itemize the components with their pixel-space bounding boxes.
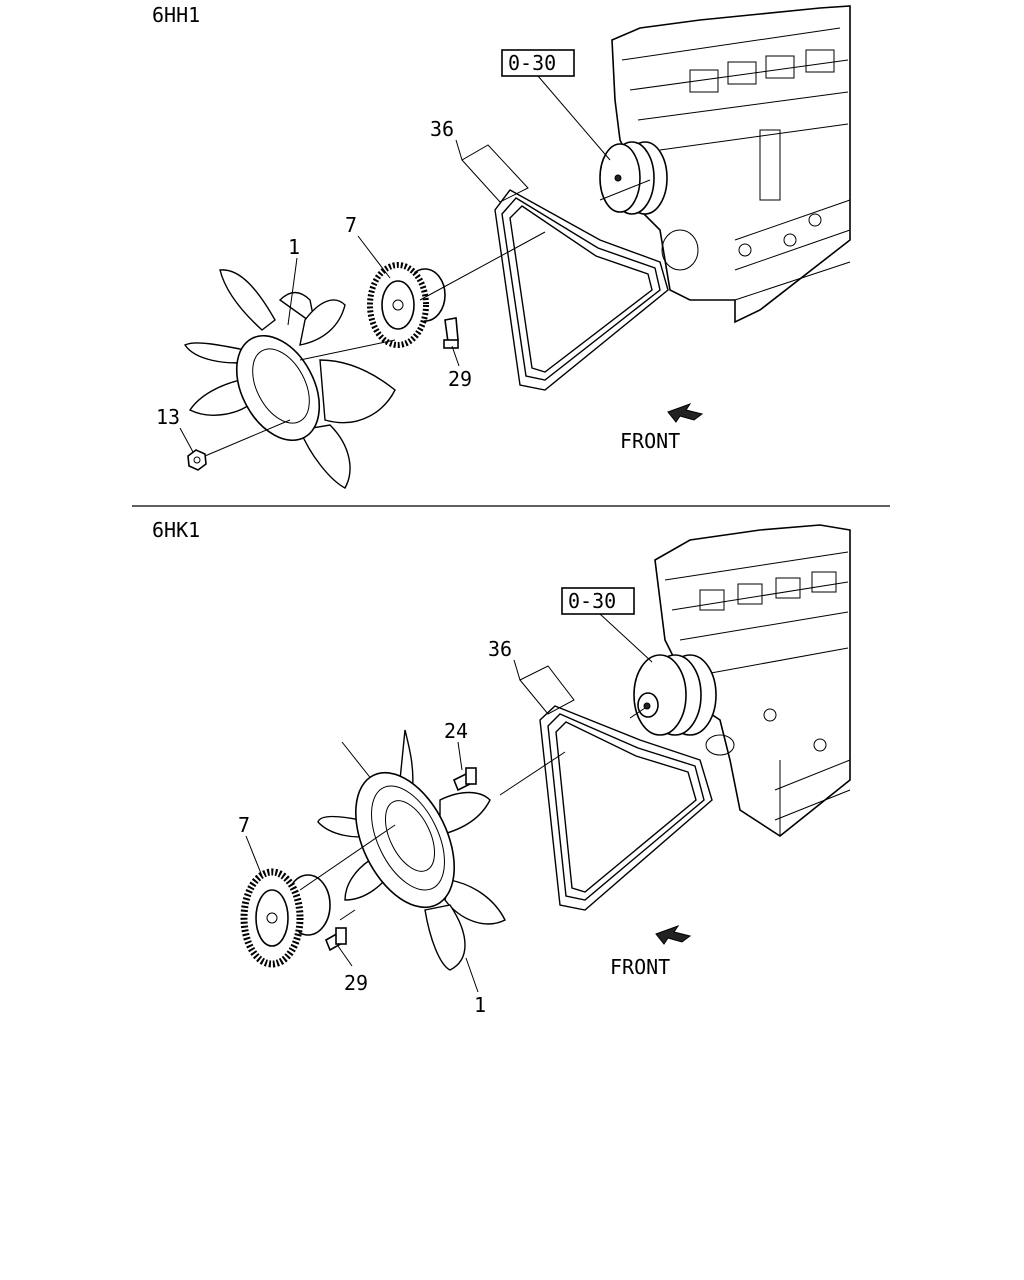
- callout-ref: 0-30: [561, 587, 653, 663]
- model-label: 6HH1: [152, 3, 200, 27]
- callout-fan: 1: [287, 235, 300, 326]
- pump-pulley: [599, 141, 668, 215]
- callout-clutch: 7: [345, 213, 391, 279]
- callout-ref: 0-30: [501, 49, 611, 161]
- nut-13: [187, 449, 207, 471]
- label-fan: 1: [288, 235, 300, 259]
- callout-bolt-a: 24: [444, 719, 468, 771]
- model-label: 6HK1: [152, 518, 200, 542]
- callout-belt: 36: [488, 637, 575, 715]
- v-belt: [539, 705, 713, 911]
- cooling-fan: [183, 269, 396, 489]
- label-clutch: 7: [345, 213, 357, 237]
- label-front: FRONT: [610, 955, 670, 979]
- label-ref: 0-30: [568, 589, 616, 613]
- fan-clutch: [367, 262, 446, 348]
- front-indicator: FRONT: [610, 925, 692, 979]
- cooling-fan: [317, 729, 506, 971]
- engine-block: [654, 524, 851, 837]
- callout-bolt-b: 29: [337, 945, 368, 995]
- callout-nut: 13: [156, 405, 194, 453]
- label-nut: 13: [156, 405, 180, 429]
- label-belt: 36: [430, 117, 454, 141]
- label-bolt-a: 24: [444, 719, 468, 743]
- bolt-24: [452, 767, 477, 792]
- callout-clutch: 7: [238, 813, 263, 877]
- bolt-29: [443, 317, 459, 349]
- label-clutch: 7: [238, 813, 250, 837]
- label-bolt: 29: [448, 367, 472, 391]
- section-6hh1: 6HH1: [152, 3, 851, 489]
- label-fan: 1: [474, 993, 486, 1017]
- bolt-29: [324, 927, 347, 952]
- engine-block: [611, 5, 851, 324]
- pump-pulley: [633, 654, 717, 736]
- label-belt: 36: [488, 637, 512, 661]
- callout-fan: 1: [465, 957, 486, 1017]
- section-6hk1: 6HK1: [152, 518, 851, 1017]
- label-bolt-b: 29: [344, 971, 368, 995]
- v-belt: [494, 189, 669, 391]
- label-ref: 0-30: [508, 51, 556, 75]
- callout-belt: 36: [430, 117, 529, 203]
- label-front: FRONT: [620, 429, 680, 453]
- fan-clutch: [240, 868, 331, 968]
- front-indicator: FRONT: [620, 403, 704, 453]
- callout-bolt: 29: [448, 345, 472, 391]
